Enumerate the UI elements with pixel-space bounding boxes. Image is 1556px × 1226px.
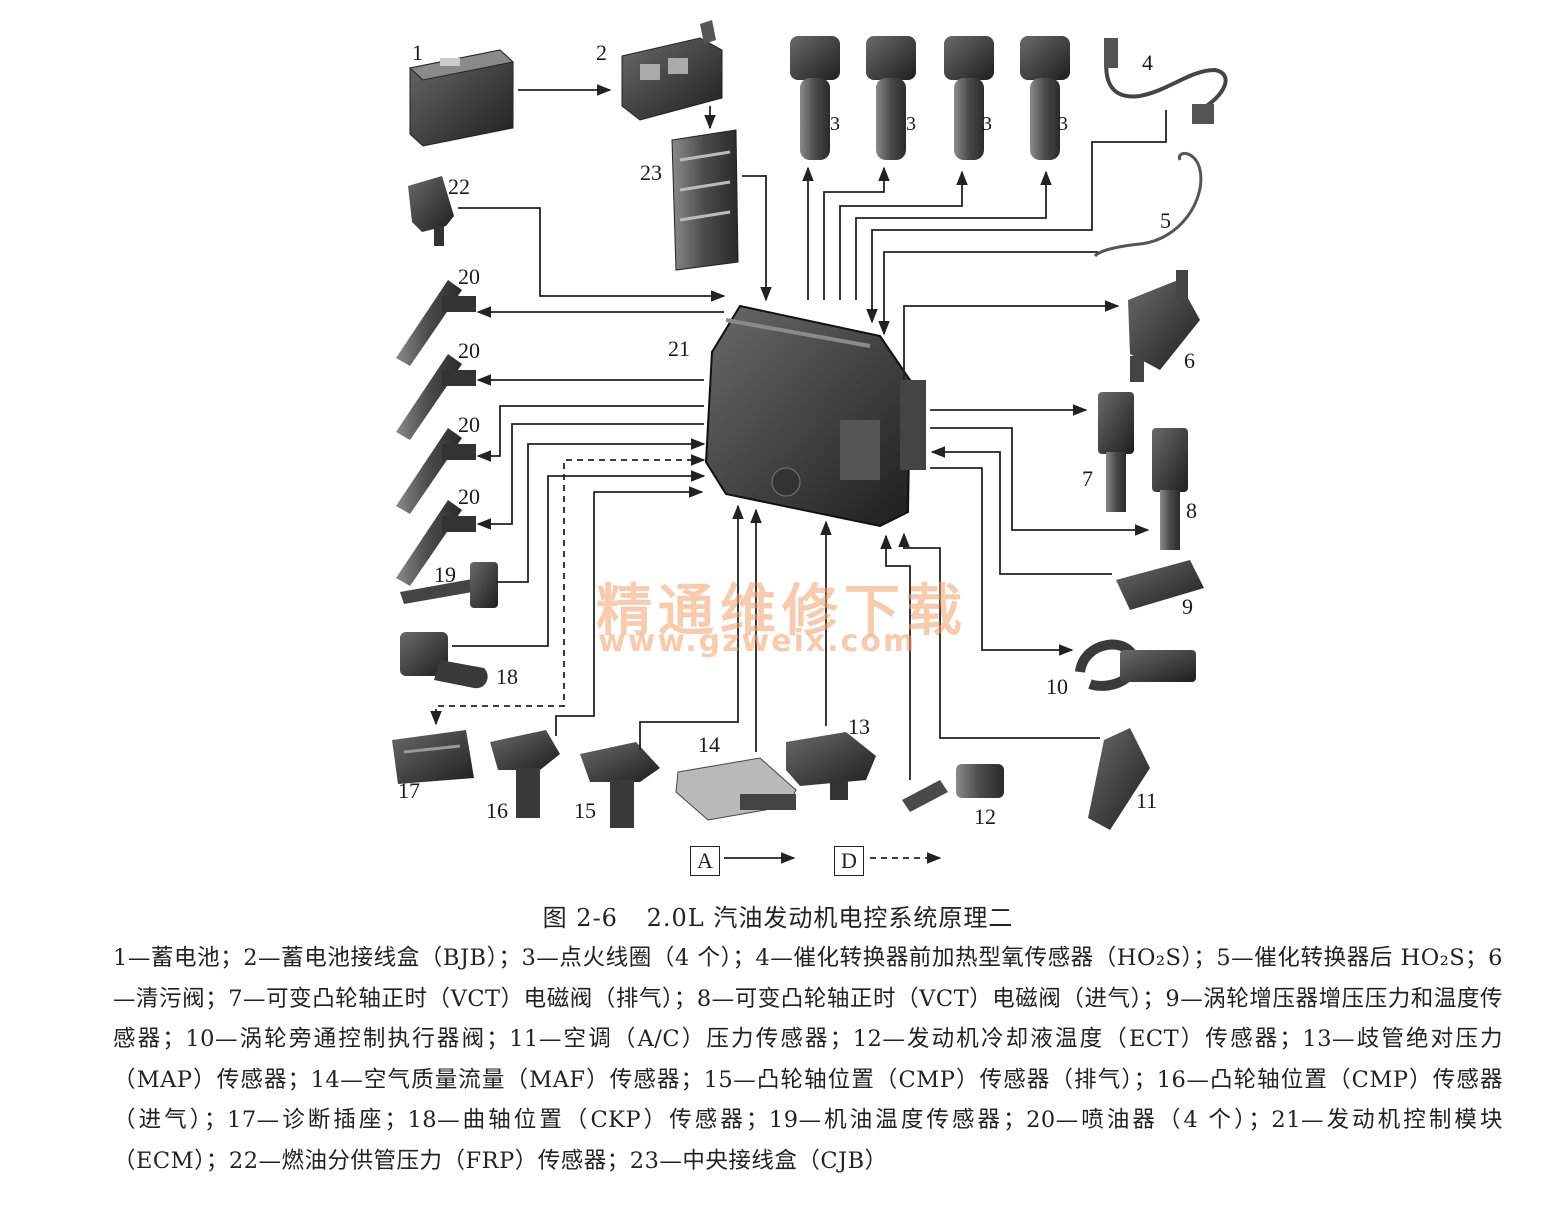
label-23: 23 bbox=[640, 160, 662, 185]
line-ecm-to-diag-dashed bbox=[430, 454, 706, 726]
watermark-text: 精通维修下载 bbox=[596, 579, 968, 644]
figure-caption: 图 2-6 2.0L 汽油发动机电控系统原理二 bbox=[0, 898, 1556, 933]
label-20d: 20 bbox=[458, 484, 480, 509]
bjb-part bbox=[621, 20, 723, 121]
system-diagram bbox=[392, 20, 1228, 864]
label-17: 17 bbox=[398, 778, 420, 803]
ect-sensor-part bbox=[902, 764, 1004, 812]
ac-pressure-sensor-part bbox=[1088, 728, 1150, 830]
injector-2 bbox=[396, 354, 476, 440]
label-3b: 3 bbox=[906, 113, 916, 135]
label-6: 6 bbox=[1184, 348, 1195, 373]
line-ecm-to-purge bbox=[903, 300, 1120, 380]
line-cjb-to-ecm bbox=[742, 175, 772, 302]
label-2: 2 bbox=[596, 40, 607, 65]
line-oil-temp-to-ecm bbox=[496, 438, 706, 583]
ho2s-upstream-part bbox=[1104, 38, 1228, 124]
line-ecm-to-coil-3 bbox=[839, 170, 968, 300]
line-frp-to-ecm bbox=[458, 207, 726, 302]
label-20c: 20 bbox=[458, 412, 480, 437]
label-16: 16 bbox=[486, 798, 508, 823]
boost-sensor-part bbox=[1116, 560, 1204, 610]
parts-description: 1—蓄电池；2—蓄电池接线盒（BJB）；3—点火线圈（4 个）；4—催化转换器前… bbox=[113, 945, 1503, 1174]
label-4: 4 bbox=[1142, 50, 1153, 75]
label-5: 5 bbox=[1160, 208, 1171, 233]
figure-number: 图 2-6 bbox=[542, 904, 618, 932]
connection-lines bbox=[430, 84, 1167, 864]
label-13: 13 bbox=[848, 714, 870, 739]
label-9: 9 bbox=[1182, 594, 1193, 619]
label-22: 22 bbox=[448, 174, 470, 199]
line-ecm-to-bypass bbox=[930, 467, 1074, 656]
label-20b: 20 bbox=[458, 338, 480, 363]
label-3c: 3 bbox=[982, 113, 992, 135]
label-19: 19 bbox=[434, 562, 456, 587]
vct-intake-solenoid-part bbox=[1152, 428, 1188, 550]
label-10: 10 bbox=[1046, 674, 1068, 699]
ignition-coil-2 bbox=[866, 36, 916, 160]
turbo-bypass-valve-part bbox=[1075, 639, 1196, 691]
map-sensor-part bbox=[786, 732, 876, 800]
line-ecm-to-injector-4 bbox=[476, 423, 704, 530]
line-ecm-to-coil-2 bbox=[823, 166, 890, 300]
legend-key-dashed: D bbox=[834, 846, 864, 876]
injector-1 bbox=[396, 280, 476, 366]
label-3a: 3 bbox=[830, 113, 840, 135]
legend-key-solid: A bbox=[690, 846, 720, 876]
label-14: 14 bbox=[698, 732, 720, 757]
watermark-url: www.gzweix.com bbox=[598, 624, 917, 659]
label-8: 8 bbox=[1186, 498, 1197, 523]
ignition-coil-1 bbox=[790, 36, 840, 160]
ecm-part bbox=[704, 304, 926, 528]
cmp-exhaust-sensor-part bbox=[580, 742, 660, 828]
ho2s-downstream-part bbox=[1093, 152, 1203, 258]
line-ecm-to-coil-4 bbox=[855, 170, 1052, 300]
purge-valve-part bbox=[1128, 270, 1200, 382]
battery-part bbox=[408, 49, 515, 147]
label-7: 7 bbox=[1082, 466, 1093, 491]
line-ac-to-ecm bbox=[898, 532, 1100, 739]
label-11: 11 bbox=[1136, 788, 1158, 813]
maf-sensor-part bbox=[675, 757, 797, 821]
line-ho2s-up-to-ecm bbox=[866, 110, 1167, 324]
label-15: 15 bbox=[574, 798, 596, 823]
ckp-sensor-part bbox=[400, 632, 488, 689]
line-ect-to-ecm bbox=[880, 534, 911, 780]
cjb-part bbox=[671, 129, 739, 271]
line-boost-to-ecm bbox=[930, 446, 1112, 575]
vct-exhaust-solenoid-part bbox=[1098, 392, 1134, 512]
label-3d: 3 bbox=[1058, 113, 1068, 135]
frp-sensor-part bbox=[408, 176, 454, 246]
label-21: 21 bbox=[668, 336, 690, 361]
ignition-coil-4 bbox=[1020, 36, 1070, 160]
figure-title: 2.0L 汽油发动机电控系统原理二 bbox=[646, 904, 1014, 932]
label-12: 12 bbox=[974, 804, 996, 829]
label-1: 1 bbox=[412, 40, 423, 65]
line-ecm-to-vct-intake bbox=[930, 427, 1150, 536]
diagnostic-socket-part bbox=[392, 730, 474, 784]
cmp-intake-sensor-part bbox=[490, 730, 560, 818]
line-ho2s-down-to-ecm bbox=[878, 251, 1098, 336]
label-18: 18 bbox=[496, 664, 518, 689]
label-20a: 20 bbox=[458, 264, 480, 289]
ignition-coil-3 bbox=[944, 36, 994, 160]
